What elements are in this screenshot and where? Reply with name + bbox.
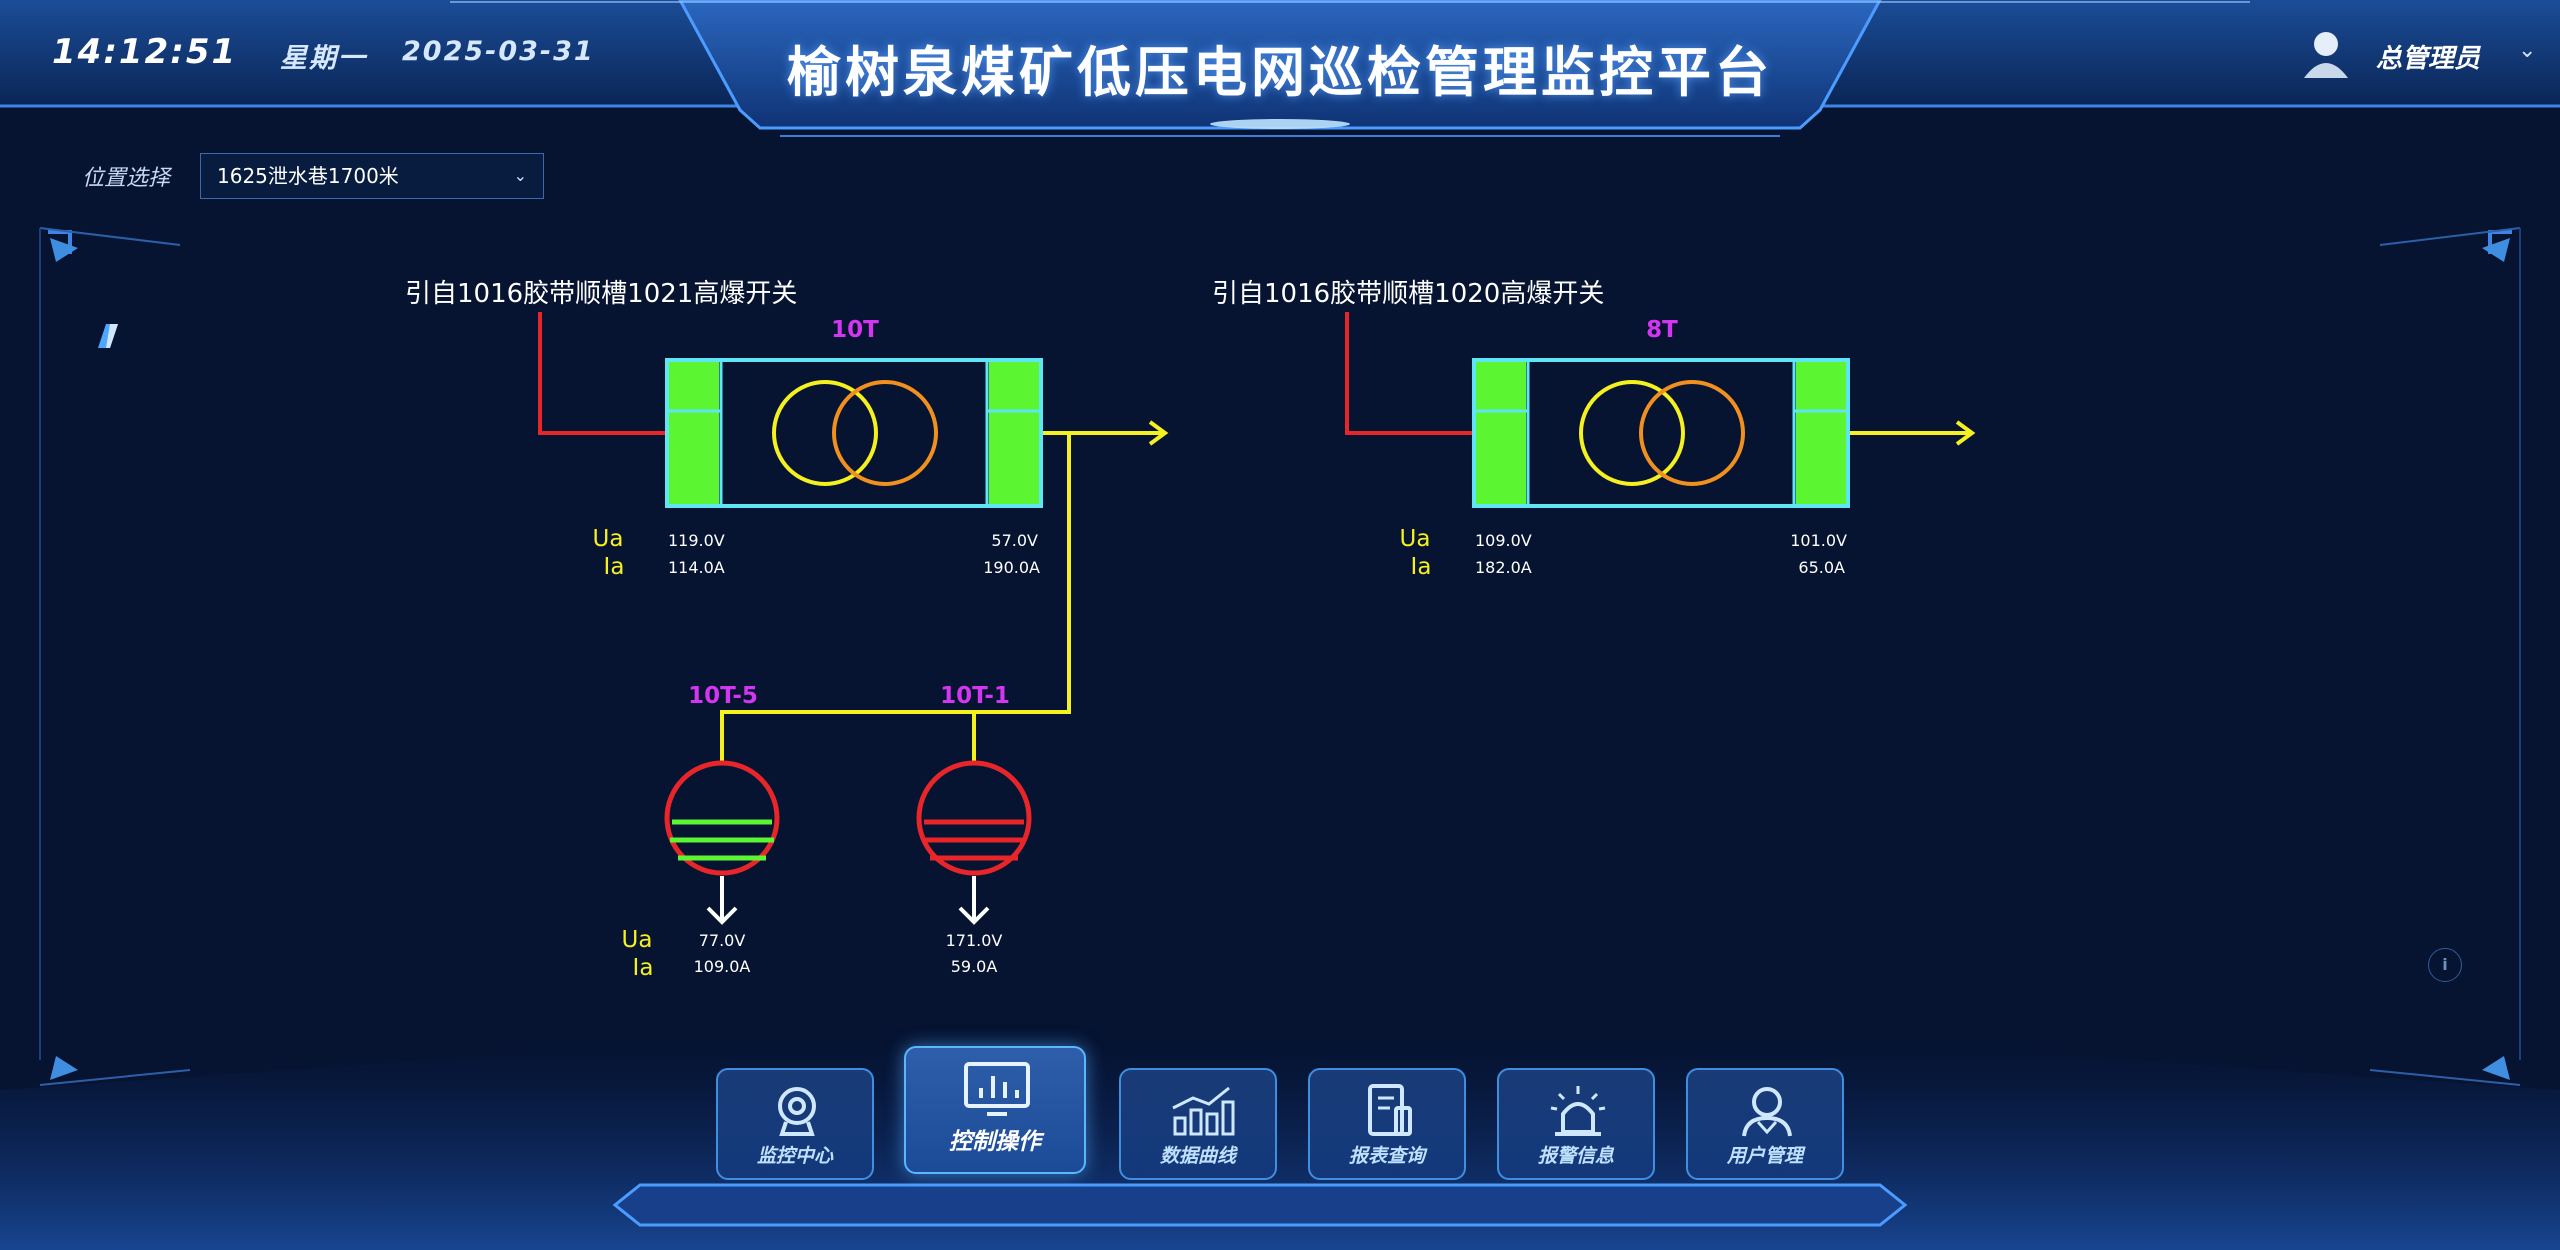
branch-b-current: 59.0A [951, 957, 998, 976]
location-select[interactable]: 1625泄水巷1700米 ⌄ [200, 153, 544, 199]
right-input-voltage: 109.0V [1475, 531, 1532, 550]
header-frame [0, 0, 2560, 137]
right-transformer[interactable] [1472, 358, 1850, 508]
left-output-voltage: 57.0V [991, 531, 1038, 550]
report-icon [1368, 1084, 1412, 1136]
right-output-voltage: 101.0V [1790, 531, 1847, 550]
arrow-down-icon [706, 906, 738, 925]
nav-alarm-info[interactable]: 报警信息 [1497, 1068, 1655, 1180]
monitor-chart-icon [964, 1062, 1030, 1116]
webcam-icon [778, 1087, 816, 1136]
location-marker-icon [98, 324, 118, 348]
date-label: 2025-03-31 [402, 36, 595, 67]
nav-label: 数据曲线 [1159, 1145, 1236, 1167]
ia-label: Ia [633, 955, 654, 981]
right-feed-line [1345, 312, 1473, 435]
nav-report-query[interactable]: 报表查询 [1308, 1068, 1466, 1180]
right-output-current: 65.0A [1798, 558, 1845, 577]
info-icon[interactable]: i [2428, 948, 2462, 982]
page-title: 榆树泉煤矿低压电网巡检管理监控平台 [787, 41, 1773, 104]
alarm-icon [1550, 1086, 1606, 1136]
branch-a-current: 109.0A [694, 957, 751, 976]
right-source-label: 引自1016胶带顺槽1020高爆开关 [1212, 279, 1604, 309]
nav-label: 用户管理 [1726, 1145, 1803, 1167]
ia-label: Ia [1411, 554, 1432, 580]
nav-monitor-center[interactable]: 监控中心 [716, 1068, 874, 1180]
right-transformer-name: 8T [1646, 317, 1678, 343]
user-menu[interactable]: 总管理员 ⌄ [2298, 24, 2538, 84]
arrow-right-icon [1148, 420, 1169, 446]
location-select-value: 1625泄水巷1700米 [217, 164, 399, 188]
branch-a-name: 10T-5 [688, 683, 758, 709]
branch-a-switch[interactable] [664, 760, 780, 876]
location-label: 位置选择 [48, 160, 170, 348]
nav-data-curve[interactable]: 数据曲线 [1119, 1068, 1277, 1180]
chevron-down-icon: ⌄ [2518, 38, 2537, 63]
branch-bus-line [720, 433, 1071, 762]
clock-time: 14:12:51 [52, 32, 238, 72]
left-input-voltage: 119.0V [668, 531, 725, 550]
bar-chart-icon [1172, 1086, 1235, 1136]
left-output-current: 190.0A [983, 558, 1040, 577]
left-source-label: 引自1016胶带顺槽1021高爆开关 [405, 279, 797, 309]
ua-label: Ua [622, 927, 653, 953]
avatar-icon [2304, 32, 2348, 78]
left-feed-line [538, 312, 666, 435]
chevron-down-icon: ⌄ [513, 166, 527, 185]
left-transformer[interactable] [665, 358, 1043, 508]
branch-b-name: 10T-1 [940, 683, 1010, 709]
nav-label: 报警信息 [1537, 1145, 1614, 1167]
nav-label: 报表查询 [1348, 1145, 1425, 1167]
nav-control-operation[interactable]: 控制操作 [904, 1046, 1086, 1174]
nav-user-management[interactable]: 用户管理 [1686, 1068, 1844, 1180]
branch-b-voltage: 171.0V [946, 931, 1003, 950]
left-input-current: 114.0A [668, 558, 725, 577]
branch-b-switch[interactable] [916, 760, 1032, 876]
user-icon [1742, 1087, 1792, 1137]
weekday-label: 星期一 [280, 43, 367, 74]
ua-label: Ua [1400, 526, 1431, 552]
user-name: 总管理员 [2376, 44, 2481, 74]
arrow-down-icon [958, 906, 990, 925]
ua-label: Ua [593, 526, 624, 552]
header-bar: 14:12:51 星期一 2025-03-31 榆树泉煤矿低压电网巡检管理监控平… [0, 0, 2560, 140]
right-input-current: 182.0A [1475, 558, 1532, 577]
branch-a-voltage: 77.0V [699, 931, 746, 950]
left-transformer-name: 10T [831, 317, 879, 343]
ia-label: Ia [604, 554, 625, 580]
nav-label: 监控中心 [756, 1145, 833, 1167]
arrow-right-icon [1955, 420, 1976, 446]
nav-label: 控制操作 [949, 1129, 1041, 1155]
